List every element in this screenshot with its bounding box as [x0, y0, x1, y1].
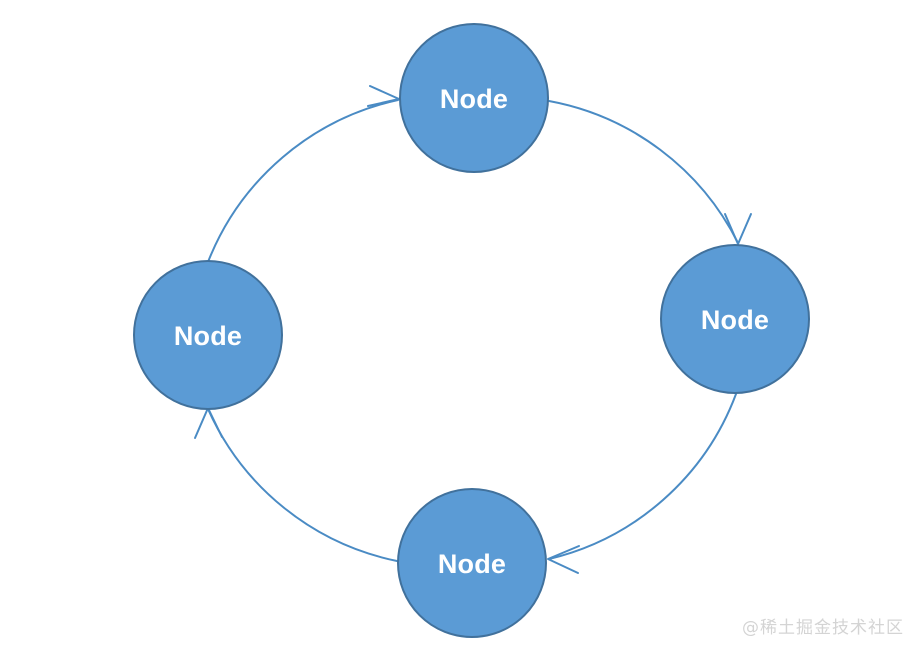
node-left[interactable]: Node [133, 260, 283, 410]
node-bottom[interactable]: Node [397, 488, 547, 638]
node-left-label: Node [174, 321, 242, 351]
edge-top-to-right[interactable] [548, 100, 752, 245]
node-right[interactable]: Node [660, 244, 810, 394]
node-top-label: Node [440, 84, 508, 114]
edge-top-to-right-arrowhead [724, 213, 752, 245]
node-bottom-label: Node [438, 549, 506, 579]
node-top[interactable]: Node [399, 23, 549, 173]
edge-left-to-top-arrowhead [367, 85, 400, 107]
node-right-circle [660, 244, 810, 394]
edge-left-to-top-path [207, 99, 399, 263]
node-top-circle [399, 23, 549, 173]
edge-left-to-top[interactable] [207, 85, 400, 263]
edge-right-to-bottom-path [548, 393, 737, 560]
node-bottom-circle [397, 488, 547, 638]
watermark-label: @稀土掘金技术社区 [742, 618, 904, 638]
edge-right-to-bottom-arrowhead [547, 545, 580, 574]
node-right-label: Node [701, 305, 769, 335]
node-left-circle [133, 260, 283, 410]
node-layer: Node Node Node Node [133, 23, 810, 638]
edge-top-to-right-path [548, 100, 739, 244]
edge-right-to-bottom[interactable] [547, 393, 737, 574]
edge-layer [194, 85, 752, 574]
edge-bottom-to-left[interactable] [194, 407, 398, 562]
edge-bottom-to-left-path [207, 408, 398, 562]
